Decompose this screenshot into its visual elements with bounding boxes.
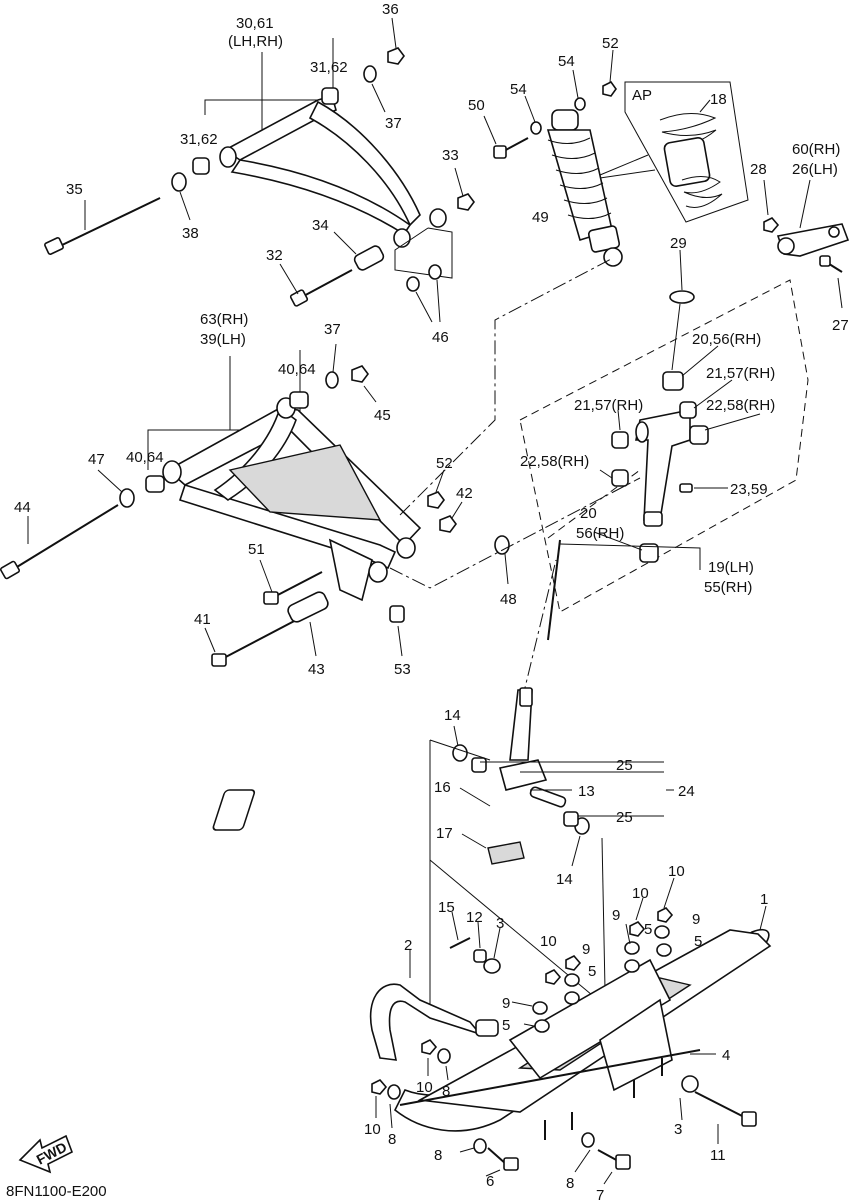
callout-13: 13 — [578, 783, 595, 800]
callout-27: 27 — [832, 317, 849, 334]
callout-33: 33 — [442, 147, 459, 164]
callout-5-b: 5 — [694, 933, 702, 950]
callout-45: 45 — [374, 407, 391, 424]
callout-labels: 36 30,61 (LH,RH) 31,62 31,62 37 33 35 38… — [6, 1, 849, 1202]
callout-8-d: 8 — [566, 1175, 574, 1192]
callout-25-top: 25 — [616, 757, 633, 774]
callout-10-c: 10 — [540, 933, 557, 950]
callout-9-b: 9 — [692, 911, 700, 928]
callout-54-right: 54 — [558, 53, 575, 70]
callout-9-c: 9 — [582, 941, 590, 958]
callout-10-a: 10 — [668, 863, 685, 880]
callout-32: 32 — [266, 247, 283, 264]
lever-group — [763, 179, 850, 309]
callout-39-lh: 39(LH) — [200, 331, 246, 348]
callout-20: 20 — [580, 505, 597, 522]
callout-30-61: 30,61 — [236, 15, 274, 32]
callout-54-left: 54 — [510, 81, 527, 98]
callout-41: 41 — [194, 611, 211, 628]
callout-55-rh: 55(RH) — [704, 579, 752, 596]
callout-6: 6 — [486, 1173, 494, 1190]
callout-7: 7 — [596, 1187, 604, 1202]
callout-14-bottom: 14 — [556, 871, 573, 888]
callout-47: 47 — [88, 451, 105, 468]
spindle-group — [519, 249, 809, 701]
callout-52-top: 52 — [602, 35, 619, 52]
callout-20-56-rh: 20,56(RH) — [692, 331, 761, 348]
callout-48: 48 — [500, 591, 517, 608]
ski-group — [369, 877, 772, 1185]
upper-arm-group — [44, 17, 475, 323]
callout-40-64-top: 40,64 — [278, 361, 316, 378]
callout-37-top: 37 — [385, 115, 402, 132]
callout-34: 34 — [312, 217, 329, 234]
callout-38: 38 — [182, 225, 199, 242]
callout-23-59: 23,59 — [730, 481, 768, 498]
callout-42: 42 — [456, 485, 473, 502]
spring-18 — [659, 113, 723, 208]
callout-22-58-rh-right: 22,58(RH) — [706, 397, 775, 414]
callout-31-62-top: 31,62 — [310, 59, 348, 76]
callout-2: 2 — [404, 937, 412, 954]
callout-24: 24 — [678, 783, 695, 800]
fwd-arrow-icon — [18, 1134, 74, 1174]
callout-53: 53 — [394, 661, 411, 678]
callout-51: 51 — [248, 541, 265, 558]
callout-21-57-rh-left: 21,57(RH) — [574, 397, 643, 414]
callout-25-bottom: 25 — [616, 809, 633, 826]
callout-35: 35 — [66, 181, 83, 198]
lower-arm-group — [0, 257, 641, 667]
callout-14-top: 14 — [444, 707, 461, 724]
ap-label: AP — [632, 87, 652, 104]
callout-5-a: 5 — [644, 921, 652, 938]
callout-lh-rh: (LH,RH) — [228, 33, 283, 50]
figure-code: 8FN1100-E200 — [6, 1183, 107, 1200]
callout-26-lh: 26(LH) — [792, 161, 838, 178]
callout-10-b: 10 — [632, 885, 649, 902]
callout-16: 16 — [434, 779, 451, 796]
callout-21-57-rh-right: 21,57(RH) — [706, 365, 775, 382]
callout-11: 11 — [710, 1147, 726, 1164]
callout-8-b: 8 — [388, 1131, 396, 1148]
callout-44: 44 — [14, 499, 31, 516]
callout-50: 50 — [468, 97, 485, 114]
callout-29: 29 — [670, 235, 687, 252]
callout-10-d: 10 — [416, 1079, 433, 1096]
callout-49: 49 — [532, 209, 549, 226]
callout-56-rh: 56(RH) — [576, 525, 624, 542]
callout-4: 4 — [722, 1047, 730, 1064]
bracket-group — [212, 687, 664, 1041]
callout-22-58-rh-left: 22,58(RH) — [520, 453, 589, 470]
callout-5-c: 5 — [588, 963, 596, 980]
callout-1: 1 — [760, 891, 768, 908]
callout-18: 18 — [710, 91, 727, 108]
callout-52-mid: 52 — [436, 455, 453, 472]
callout-17: 17 — [436, 825, 453, 842]
callout-36: 36 — [382, 1, 399, 18]
callout-12: 12 — [466, 909, 483, 926]
callout-28: 28 — [750, 161, 767, 178]
callout-15: 15 — [438, 899, 455, 916]
callout-43: 43 — [308, 661, 325, 678]
callout-9-d: 9 — [502, 995, 510, 1012]
callout-40-64-left: 40,64 — [126, 449, 164, 466]
callout-3-top: 3 — [496, 915, 504, 932]
callout-8-a: 8 — [442, 1083, 450, 1100]
callout-31-62-left: 31,62 — [180, 131, 218, 148]
callout-19-lh: 19(LH) — [708, 559, 754, 576]
callout-8-c: 8 — [434, 1147, 442, 1164]
callout-37-mid: 37 — [324, 321, 341, 338]
callout-46: 46 — [432, 329, 449, 346]
callout-5-d: 5 — [502, 1017, 510, 1034]
shock-absorber-group — [483, 49, 749, 267]
callout-60-rh: 60(RH) — [792, 141, 840, 158]
callout-63-rh: 63(RH) — [200, 311, 248, 328]
callout-10-e: 10 — [364, 1121, 381, 1138]
callout-9-a: 9 — [612, 907, 620, 924]
callout-3-bottom: 3 — [674, 1121, 682, 1138]
